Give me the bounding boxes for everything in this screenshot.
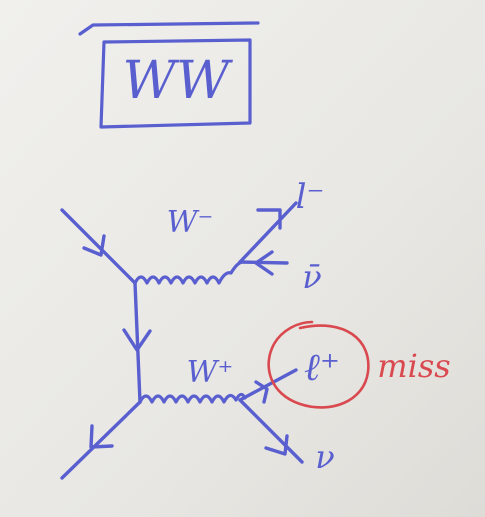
label-w-plus: W⁺ <box>187 355 234 390</box>
label-w-minus: W⁻ <box>167 205 214 240</box>
title-box <box>78 21 260 129</box>
label-lepton-minus: l⁻ <box>296 177 325 217</box>
annotation-miss: miss <box>377 347 450 385</box>
w-minus-propagator <box>133 260 244 285</box>
arrow-icon <box>256 208 282 230</box>
w-plus-propagator <box>138 392 247 404</box>
antineutrino-line <box>238 260 289 265</box>
arrow-icon <box>89 424 114 449</box>
boson-lines <box>133 260 247 404</box>
diagram-title: WW <box>123 51 233 111</box>
incoming-quark-line <box>60 208 137 285</box>
lepton-minus-line <box>238 201 298 264</box>
neutrino-line <box>238 398 304 464</box>
label-lepton-plus: ℓ⁺ <box>304 345 340 389</box>
arrow-icon <box>254 380 269 404</box>
arrow-icon <box>264 434 289 456</box>
fermion-lines <box>60 201 304 480</box>
incoming-antiquark-line <box>60 400 142 480</box>
arrow-icon <box>254 250 274 276</box>
lepton-plus-line <box>238 368 298 402</box>
label-antineutrino: ν̄ <box>302 258 321 296</box>
arrow-icon <box>122 328 152 352</box>
exchange-line <box>133 281 142 404</box>
missing-lepton-circle <box>267 320 370 409</box>
arrow-icon <box>82 234 106 257</box>
label-neutrino: ν <box>315 438 334 476</box>
